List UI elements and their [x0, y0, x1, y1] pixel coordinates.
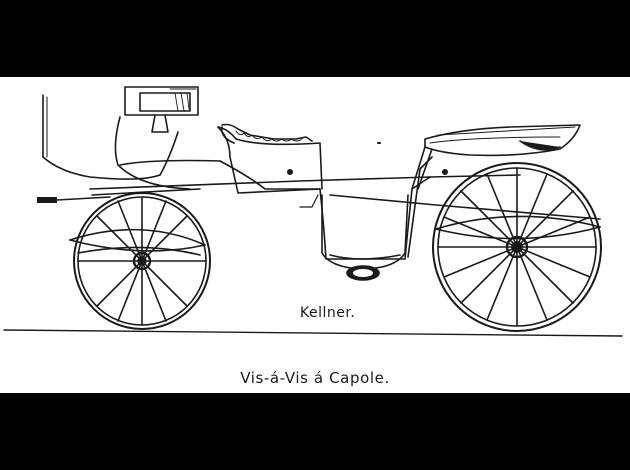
rear-seat-calash: [407, 124, 581, 258]
carriage-drawing: [3, 86, 623, 337]
perch: [89, 174, 521, 190]
carriage-body: [119, 126, 448, 281]
engraving-sheet: Kellner. Vis-á-Vis á Capole.: [0, 77, 630, 393]
coachman-seat: [42, 86, 199, 190]
letterbox-bottom: [0, 393, 630, 470]
ground-line: [3, 329, 623, 337]
letterbox-top: [0, 0, 630, 77]
step: [299, 194, 319, 208]
caption: Vis-á-Vis á Capole.: [240, 369, 390, 387]
front-wheel: [73, 192, 211, 330]
front-seat-cushion: [220, 123, 313, 144]
rear-wheel: [432, 162, 602, 332]
front-springs: [69, 228, 206, 256]
pole-stub: [37, 197, 57, 203]
rear-springs: [435, 215, 601, 240]
maker-label: Kellner.: [300, 305, 356, 321]
